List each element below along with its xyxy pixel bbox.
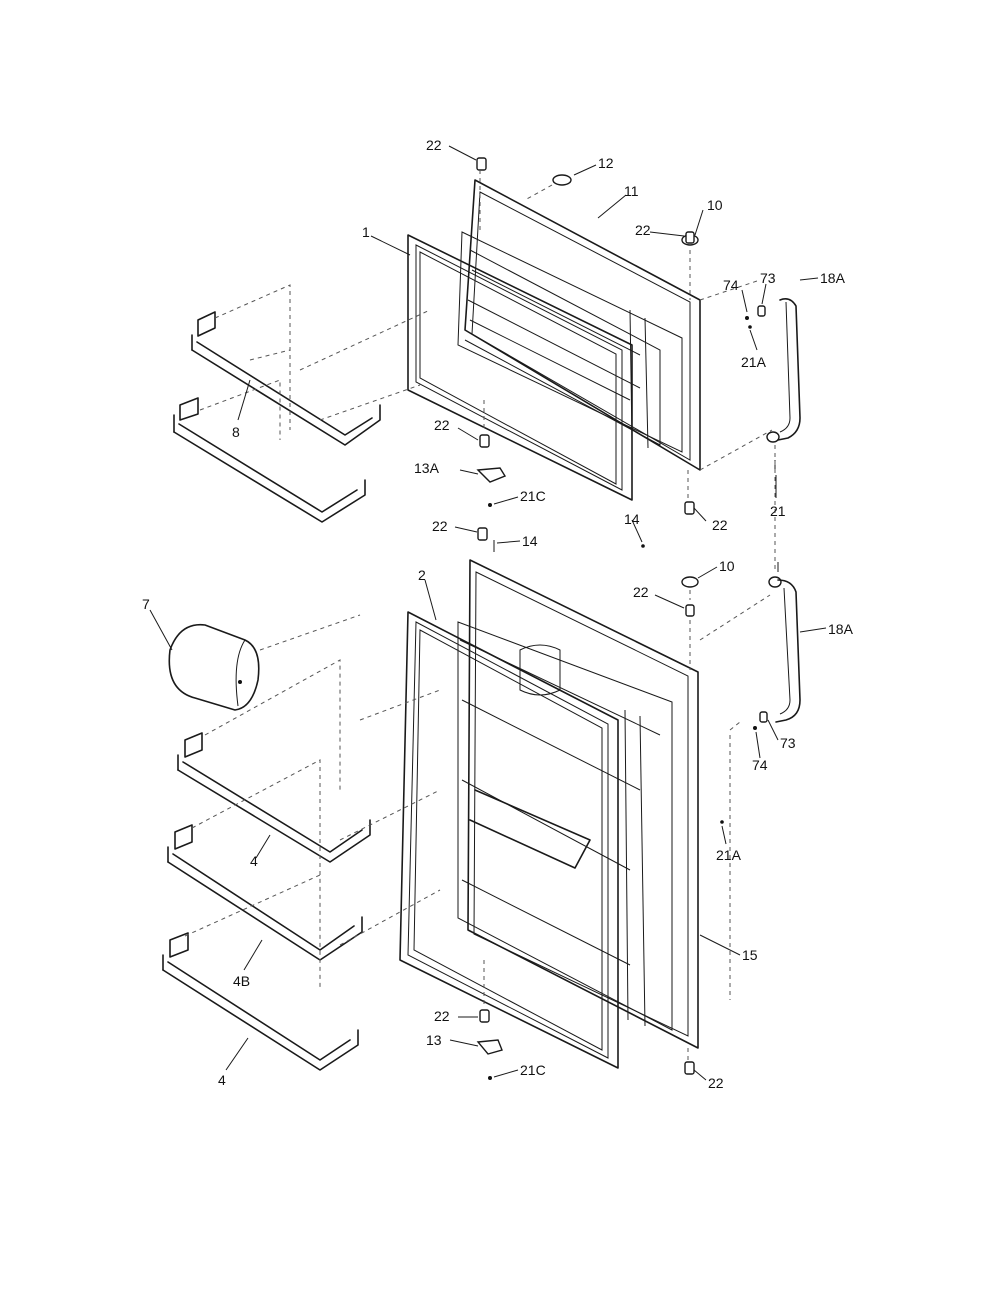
callout-18A: 18A	[828, 621, 854, 637]
screw-21A-upper	[748, 325, 752, 329]
assembly-lines	[184, 170, 776, 1060]
callout-22: 22	[708, 1075, 724, 1091]
hinge-pin-22-fresh-top	[477, 527, 488, 541]
callout-22: 22	[432, 518, 448, 534]
stop-13A	[476, 467, 507, 483]
hinge-pin-22-freezer-right	[685, 231, 695, 244]
callout-labels: 22 12 11 10 22 1 74 73 21A 18A 8 22 13A …	[142, 137, 854, 1091]
screw-74-lower	[753, 726, 757, 730]
hole-plug-10-lower	[681, 576, 699, 588]
hinge-pin-22-fresh-right	[685, 604, 695, 617]
hinge-pin-22-freezer-right-bottom	[684, 501, 695, 515]
hinge-pin-22-fresh-bottom	[479, 1009, 490, 1023]
screw-21A-lower	[720, 820, 724, 824]
callout-11: 11	[624, 183, 639, 199]
callout-4: 4	[218, 1072, 226, 1088]
cap-73-upper	[757, 305, 766, 317]
callout-1: 1	[362, 224, 370, 240]
callout-4B: 4B	[233, 973, 250, 989]
callout-22: 22	[635, 222, 651, 238]
leader-lines	[149, 145, 827, 1081]
fresh-food-door-gasket-2	[399, 611, 619, 1069]
callout-13: 13	[426, 1032, 442, 1048]
door-shelf-8-upper	[191, 311, 381, 446]
callout-73: 73	[760, 270, 776, 286]
callout-22: 22	[426, 137, 442, 153]
door-shelf-8-lower	[173, 397, 366, 523]
callout-10: 10	[719, 558, 735, 574]
stop-13	[476, 1039, 503, 1055]
door-handle-18A-lower	[768, 576, 801, 723]
callout-22: 22	[434, 1008, 450, 1024]
shim-14-right	[641, 544, 645, 548]
door-shelf-4B	[167, 824, 363, 961]
callout-18A: 18A	[820, 270, 846, 286]
screw-21C-upper	[488, 503, 492, 507]
callout-22: 22	[712, 517, 728, 533]
callout-21: 21	[770, 503, 786, 519]
butter-compartment-7	[168, 623, 260, 711]
door-handle-18A-upper	[766, 298, 801, 443]
door-shelf-4-lower	[162, 932, 359, 1071]
cap-73-lower	[759, 711, 768, 723]
screw-74-upper	[745, 316, 749, 320]
callout-22: 22	[633, 584, 649, 600]
hinge-pin-22-freezer-bottom	[479, 434, 490, 448]
screw-21C-lower	[488, 1076, 492, 1080]
callout-21C: 21C	[520, 1062, 546, 1078]
hinge-pin-22-fresh-right-bottom	[684, 1061, 695, 1075]
callout-4: 4	[250, 853, 258, 869]
freezer-door-gasket	[407, 234, 633, 501]
callout-21A: 21A	[716, 847, 742, 863]
callout-74: 74	[723, 277, 739, 293]
callout-15: 15	[742, 947, 758, 963]
callout-73: 73	[780, 735, 796, 751]
callout-7: 7	[142, 596, 150, 612]
callout-8: 8	[232, 424, 240, 440]
door-shelf-4-upper	[177, 732, 371, 863]
callout-2: 2	[418, 567, 426, 583]
callout-13A: 13A	[414, 460, 440, 476]
callout-12: 12	[598, 155, 614, 171]
callout-21A: 21A	[741, 354, 767, 370]
callout-74: 74	[752, 757, 768, 773]
callout-22: 22	[434, 417, 450, 433]
door-plug-12	[552, 174, 572, 186]
callout-14: 14	[624, 511, 640, 527]
callout-21C: 21C	[520, 488, 546, 504]
callout-10: 10	[707, 197, 723, 213]
callout-14: 14	[522, 533, 538, 549]
hinge-pin-22-top	[476, 157, 487, 171]
freezer-door-outer-panel	[457, 179, 701, 471]
fresh-food-door-outer-panel-15	[457, 559, 699, 1049]
